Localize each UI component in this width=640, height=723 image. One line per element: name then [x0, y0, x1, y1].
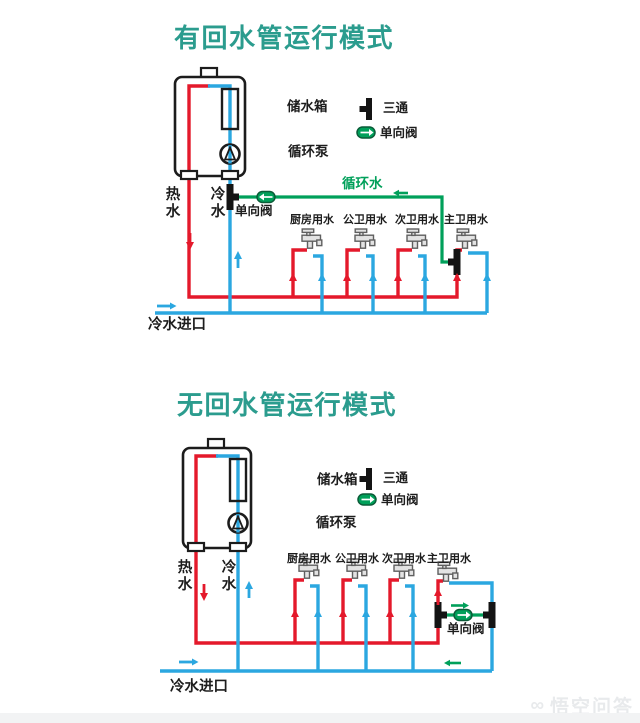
- storage-tank: [228, 457, 248, 503]
- hot-water-label: 热水: [165, 187, 181, 220]
- legend-check-valve-label: 单向阀: [380, 126, 418, 140]
- arrow-left-return-icon: [444, 659, 461, 667]
- tap-label-public-bath: 公卫用水: [335, 553, 379, 565]
- heater-cold-inlet: [220, 169, 240, 181]
- cold-inlet-label: 冷水进口: [170, 679, 228, 695]
- arrow-right-valve-icon: [451, 602, 469, 609]
- heater-hot-outlet: [179, 169, 199, 181]
- circulation-pump-label: 循环泵: [316, 515, 357, 530]
- storage-tank-label: 储水箱: [317, 472, 358, 487]
- legend-check-valve-icon: [356, 126, 376, 139]
- tap-label-public-bath: 公卫用水: [343, 214, 387, 226]
- heater-cold-inlet: [228, 541, 248, 553]
- tee-fitting-hot-riser: [434, 602, 447, 628]
- arrow-up-icon: [392, 271, 404, 292]
- heater-hot-outlet: [186, 541, 206, 553]
- tap-label-master-bath: 主卫用水: [444, 214, 488, 226]
- legend-check-valve-label: 单向阀: [381, 493, 419, 507]
- arrow-up-icon: [337, 607, 349, 628]
- tee-fitting-cold-leg: [226, 184, 239, 210]
- arrow-up-icon: [481, 271, 493, 292]
- arrow-up-icon: [232, 249, 244, 270]
- bottom-strip: [0, 713, 640, 723]
- arrow-up-icon: [451, 271, 463, 292]
- check-valve-label: 单向阀: [447, 622, 485, 636]
- check-valve-icon: [256, 190, 276, 204]
- tap-label-kitchen: 厨房用水: [290, 214, 334, 226]
- faucet-icon: [301, 228, 323, 249]
- arrow-up-icon: [289, 607, 301, 628]
- flow-arrows: [157, 189, 493, 310]
- legend-tee-icon: [359, 98, 372, 120]
- cold-water-label: 冷水: [210, 187, 226, 220]
- circulation-pump-icon: [227, 512, 249, 534]
- diagram2-title: 无回水管运行模式: [177, 390, 398, 420]
- water-heater: [173, 66, 247, 181]
- watermark-logo-icon: ∞: [530, 694, 546, 716]
- tap-label-kitchen: 厨房用水: [287, 553, 331, 565]
- faucet-icon: [406, 228, 428, 249]
- diagram1-canvas: [155, 66, 493, 315]
- arrow-up-icon: [419, 271, 431, 292]
- arrow-left-circulating-icon: [393, 189, 408, 197]
- arrow-down-icon: [184, 231, 196, 252]
- arrow-right-inlet-icon: [157, 302, 177, 310]
- legend-check-valve-icon: [357, 493, 377, 506]
- arrow-up-icon: [360, 607, 372, 628]
- watermark: ∞ 悟空问答: [530, 692, 634, 719]
- storage-tank-label: 储水箱: [287, 99, 328, 114]
- check-valve-label: 单向阀: [235, 204, 273, 218]
- tee-fitting-cold-riser: [483, 602, 496, 628]
- circulating-water-label: 循环水: [342, 176, 383, 191]
- faucet-icons: [301, 228, 478, 249]
- cold-inlet-label: 冷水进口: [148, 317, 206, 333]
- faucet-icon: [456, 228, 478, 249]
- storage-tank: [220, 87, 240, 131]
- return-water-pipe: [237, 195, 452, 264]
- arrow-up-icon: [316, 271, 328, 292]
- tap-label-second-bath: 次卫用水: [395, 214, 439, 226]
- legend-tee-label: 三通: [383, 101, 409, 115]
- arrow-up-icon: [384, 607, 396, 628]
- circulation-pump-label: 循环泵: [288, 144, 329, 159]
- tap-label-second-bath: 次卫用水: [382, 553, 426, 565]
- watermark-text: 悟空问答: [549, 697, 634, 718]
- check-valve-icon: [453, 608, 473, 622]
- tee-fitting-master-riser: [448, 249, 461, 275]
- diagram2-canvas: [160, 437, 496, 673]
- circulation-pump-icon: [219, 143, 241, 165]
- arrow-up-icon: [341, 271, 353, 292]
- flow-arrows: [179, 579, 469, 667]
- hot-water-label: 热水: [177, 560, 193, 593]
- water-heater: [181, 437, 253, 553]
- faucet-icon: [354, 228, 376, 249]
- cold-water-pipes: [160, 551, 494, 673]
- diagram1-title: 有回水管运行模式: [174, 23, 395, 53]
- arrow-down-icon: [198, 582, 210, 603]
- arrow-up-icon: [312, 607, 324, 628]
- tap-label-master-bath: 主卫用水: [427, 553, 471, 565]
- arrow-right-inlet-icon: [179, 658, 199, 666]
- arrow-up-icon: [367, 271, 379, 292]
- diagram-with-return-pipe: 有回水管运行模式 储水箱 循环泵 热水 冷水 单向阀 循环水 厨房用水 公卫用水…: [0, 0, 640, 360]
- arrow-up-icon: [407, 607, 419, 628]
- arrow-up-icon: [287, 271, 299, 292]
- arrow-up-icon: [243, 579, 255, 600]
- legend-tee-label: 三通: [383, 471, 409, 485]
- diagram-without-return-pipe: 无回水管运行模式 储水箱 循环泵 热水 冷水 厨房用水 公卫用水 次卫用水 主卫…: [0, 360, 640, 723]
- cold-water-label: 冷水: [221, 560, 237, 593]
- legend-tee-icon: [359, 468, 372, 490]
